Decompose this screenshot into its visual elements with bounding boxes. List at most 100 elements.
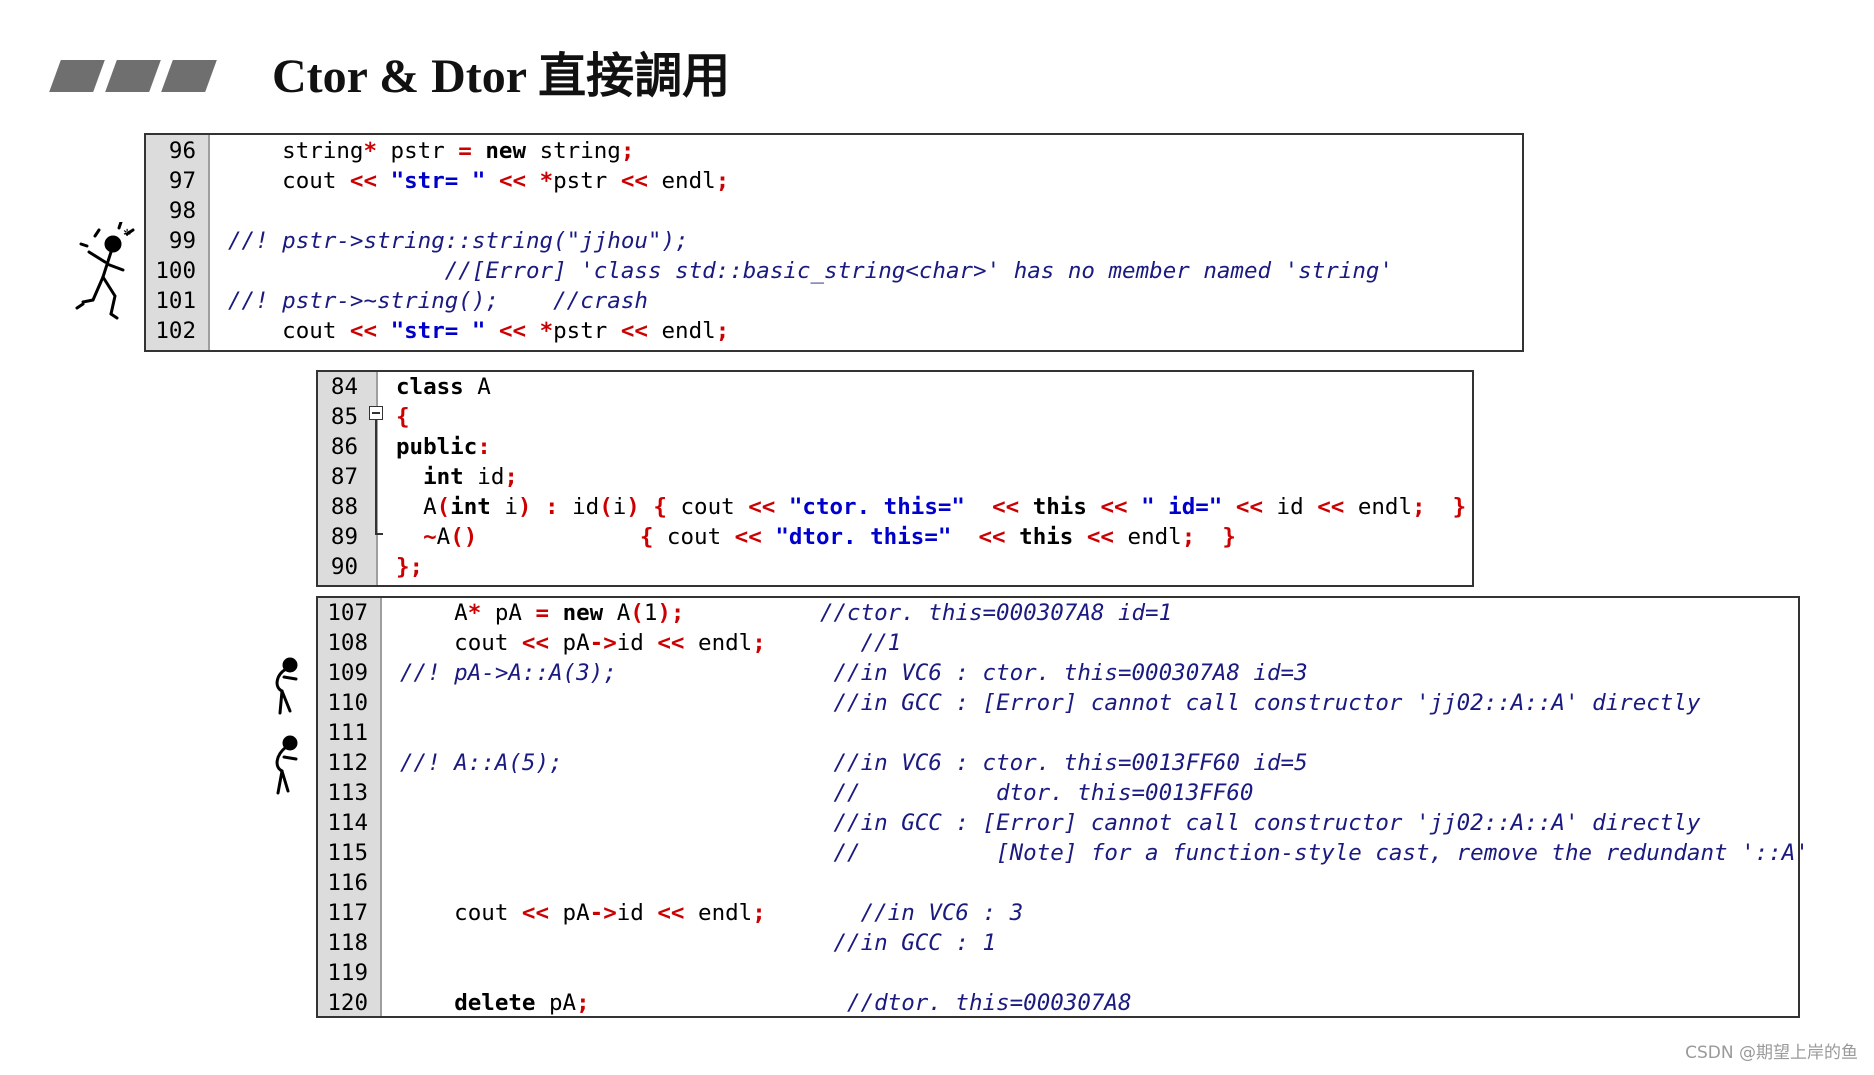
code-token [377, 168, 391, 194]
code-token: i [612, 494, 627, 520]
code-line: 98 [146, 196, 1522, 226]
code-line: 87 int id; [318, 462, 1472, 492]
code-line: 88 A(int i) : id(i) { cout << "ctor. thi… [318, 492, 1472, 522]
code-line: 114 //in GCC : [Error] cannot call const… [318, 808, 1798, 838]
code-token [590, 990, 847, 1016]
fold-toggle-icon[interactable] [369, 406, 383, 420]
code-token: ; [752, 900, 766, 926]
code-token: i [490, 494, 518, 520]
code-token: id [616, 900, 658, 926]
code-text: A(int i) : id(i) { cout << "ctor. this="… [396, 492, 1466, 522]
code-token: // [Note] for a function-style cast, rem… [833, 840, 1809, 866]
code-token: class [396, 374, 464, 400]
code-token [766, 630, 861, 656]
code-line: 100 //[Error] 'class std::basic_string<c… [146, 256, 1522, 286]
code-token: << [734, 524, 762, 550]
code-token: pstr [377, 138, 459, 164]
code-line: 117 cout << pA->id << endl; //in VC6 : 3 [318, 898, 1798, 928]
line-number: 113 [327, 780, 368, 806]
code-token: "dtor. this=" [775, 524, 952, 550]
code-token [1019, 494, 1033, 520]
code-text: cout << pA->id << endl; //1 [400, 628, 901, 658]
code-token [951, 524, 978, 550]
line-number: 115 [327, 840, 368, 866]
code-token: "str= " [390, 318, 486, 344]
code-token: //in GCC : 1 [833, 930, 997, 956]
code-token: << [498, 168, 527, 194]
line-number: 90 [330, 554, 358, 580]
code-token: endl [647, 318, 716, 344]
code-line: 99//! pstr->string::string("jjhou"); [146, 226, 1522, 256]
code-token: //! pA->A::A(3); [400, 660, 617, 686]
line-number: 107 [327, 600, 368, 626]
code-token: cout [400, 630, 522, 656]
code-token: -> [589, 900, 617, 926]
code-text: //in GCC : [Error] cannot call construct… [400, 688, 1700, 718]
code-token: ; [715, 318, 730, 344]
line-number: 116 [327, 870, 368, 896]
code-token: ; [715, 168, 730, 194]
code-token: = [535, 600, 550, 626]
line-number: 99 [168, 228, 196, 254]
code-token: { [639, 524, 654, 550]
code-token: { [653, 494, 667, 520]
code-token: << [1086, 524, 1114, 550]
title-bars [49, 60, 225, 92]
code-token [400, 810, 833, 836]
code-token: << [349, 318, 378, 344]
code-token: ; [620, 138, 635, 164]
code-token [1128, 494, 1142, 520]
code-token: << [657, 900, 685, 926]
code-token [400, 930, 833, 956]
code-token [549, 600, 563, 626]
code-token: ; [1412, 494, 1426, 520]
code-token: this [1019, 524, 1074, 550]
code-token: //! pstr->~string(); //crash [228, 288, 648, 314]
code-token: << [521, 630, 550, 656]
line-number: 119 [327, 960, 368, 986]
code-token: cout [400, 900, 522, 926]
code-token: //[Error] 'class std::basic_string<char>… [444, 258, 1393, 284]
code-token: ; [576, 990, 590, 1016]
code-token: cout [228, 168, 350, 194]
line-number: 118 [327, 930, 368, 956]
code-token: pA [481, 600, 536, 626]
code-line: 111 [318, 718, 1798, 748]
line-number: 120 [327, 990, 368, 1016]
line-number: 97 [168, 168, 196, 194]
code-line: 120 delete pA; //dtor. this=000307A8 [318, 988, 1798, 1018]
code-token [396, 464, 423, 490]
code-token: "str= " [390, 168, 486, 194]
code-token: delete [454, 990, 536, 1016]
code-token: () [450, 524, 478, 550]
line-number: 117 [327, 900, 368, 926]
code-token: * [363, 138, 378, 164]
code-token: //ctor. this=000307A8 id=1 [819, 600, 1173, 626]
code-text: // [Note] for a function-style cast, rem… [400, 838, 1809, 868]
code-token [526, 318, 540, 344]
code-token: ; [752, 630, 766, 656]
code-token [400, 690, 833, 716]
code-token: endl [647, 168, 716, 194]
code-token: ; [1181, 524, 1196, 550]
figure-icon-1 [275, 657, 298, 715]
code-token [400, 780, 833, 806]
code-line: 89 ~A() { cout << "dtor. this=" << this … [318, 522, 1472, 552]
code-token: << [1100, 494, 1128, 520]
code-line: 96 string* pstr = new string; [146, 136, 1522, 166]
code-token: A [603, 600, 631, 626]
code-line: 113 // dtor. this=0013FF60 [318, 778, 1798, 808]
code-token [400, 840, 833, 866]
code-text: cout << "str= " << *pstr << endl; [228, 316, 729, 346]
code-text: //in GCC : 1 [400, 928, 996, 958]
code-line: 90}; [318, 552, 1472, 582]
code-line: 112//! A::A(5); //in VC6 : ctor. this=00… [318, 748, 1798, 778]
code-token: // dtor. this=0013FF60 [833, 780, 1254, 806]
code-token [563, 750, 834, 776]
code-token: //in VC6 : 3 [860, 900, 1024, 926]
code-token: << [498, 318, 527, 344]
code-token [477, 524, 640, 550]
code-text: //! pA->A::A(3); //in VC6 : ctor. this=0… [400, 658, 1308, 688]
code-text: string* pstr = new string; [228, 136, 634, 166]
line-number-gutter [146, 135, 210, 350]
